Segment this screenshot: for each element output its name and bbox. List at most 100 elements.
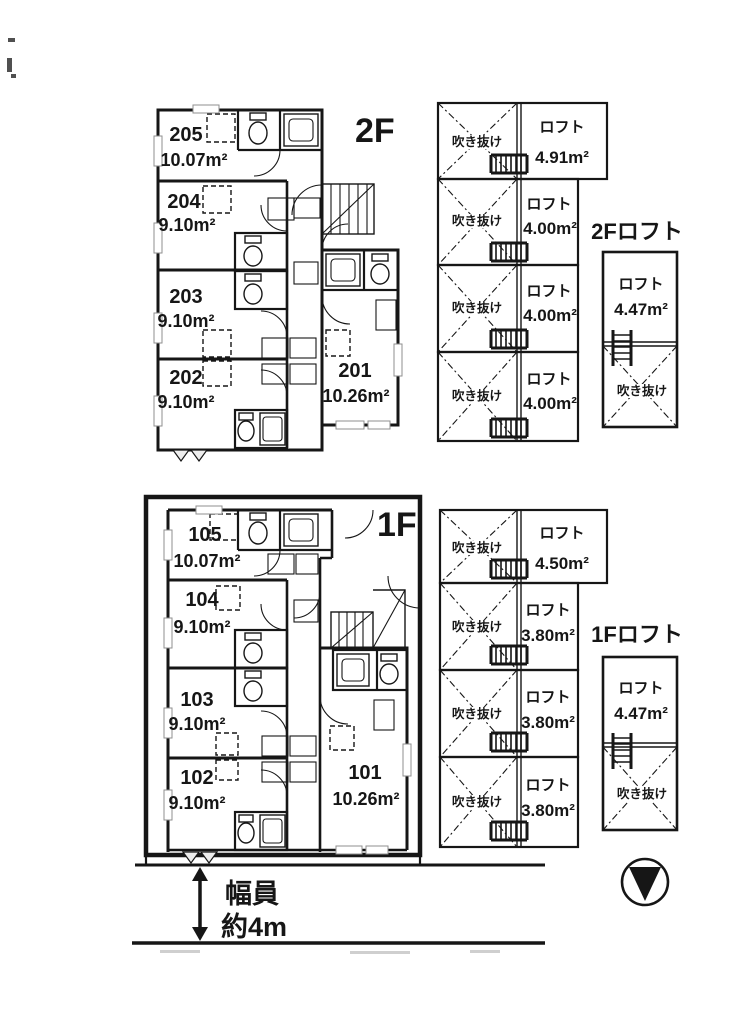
floor-1f-plan: 1F — [143, 494, 423, 865]
loft-area: 4.91m² — [535, 148, 589, 167]
stairs-1f — [330, 589, 406, 649]
ladder-icon — [611, 733, 633, 769]
counter-units — [261, 197, 397, 385]
ladder-icon — [489, 153, 529, 439]
toilet-icon — [370, 253, 390, 285]
door-arcs — [253, 509, 421, 797]
road-width-value: 約4m — [221, 911, 287, 942]
room-104-area: 9.10m² — [173, 617, 230, 637]
toilet-icon — [243, 670, 263, 702]
shower-icon — [259, 412, 286, 446]
room-103-number: 103 — [180, 689, 213, 711]
loft-area: 3.80m² — [521, 626, 575, 645]
loft-plan-2f: 2Fロフト ロフト 4.47m² 吹き抜け — [591, 219, 683, 429]
loft-plan-1f-title: 1Fロフト — [591, 622, 683, 647]
loft-label: ロフト — [618, 680, 663, 697]
void-label: 吹き抜け — [617, 786, 667, 801]
void-label: 吹き抜け — [452, 300, 502, 315]
room-101-number: 101 — [348, 762, 381, 784]
north-arrow-icon — [620, 857, 670, 907]
toilet-icon — [237, 412, 255, 442]
bath-pod-101 — [331, 648, 409, 692]
loft-area: 3.80m² — [521, 801, 575, 820]
void-label: 吹き抜け — [452, 619, 502, 634]
void-label: 吹き抜け — [617, 383, 667, 398]
room-202-area: 9.10m² — [157, 392, 214, 412]
loft-strip-1f: 吹き抜け ロフト 4.50m² 吹き抜け ロフト 3.80m² 吹き抜け ロフト… — [438, 508, 609, 849]
loft-area: 4.47m² — [614, 300, 668, 319]
floor-1f-outer-wall — [143, 494, 423, 858]
void-label: 吹き抜け — [452, 213, 502, 228]
loft-strip-1f-labels: 吹き抜け ロフト 4.50m² 吹き抜け ロフト 3.80m² 吹き抜け ロフト… — [451, 525, 589, 820]
room-105-number: 105 — [188, 524, 221, 546]
shower-icon — [336, 653, 370, 687]
toilet-icon — [243, 632, 263, 664]
bath-pod-105 — [236, 510, 332, 552]
windows — [153, 104, 403, 430]
loft-strip-2f-labels: 吹き抜け ロフト 4.91m² 吹き抜け ロフト 4.00m² 吹き抜け ロフト… — [451, 119, 589, 413]
room-101-area: 10.26m² — [332, 789, 399, 809]
void-label: 吹き抜け — [452, 388, 502, 403]
room-203-area: 9.10m² — [157, 311, 214, 331]
closet-dashed — [202, 113, 351, 387]
room-203-number: 203 — [169, 286, 202, 308]
loft-area: 4.00m² — [523, 306, 577, 325]
loft-area: 4.50m² — [535, 554, 589, 573]
void-label: 吹き抜け — [452, 794, 502, 809]
loft-label: ロフト — [525, 602, 570, 619]
loft-label: ロフト — [525, 689, 570, 706]
room-202-number: 202 — [169, 367, 202, 389]
bath-pod-104 — [233, 628, 289, 670]
room-105-area: 10.07m² — [173, 551, 240, 571]
void-x-pattern — [602, 345, 678, 428]
room-204-number: 204 — [167, 191, 201, 213]
loft-label: ロフト — [526, 283, 571, 300]
toilet-icon — [237, 814, 255, 844]
void-x-pattern — [437, 102, 518, 442]
road-width-arrow — [192, 867, 208, 941]
ladder-icon — [489, 558, 529, 842]
closet-dashed — [209, 513, 355, 781]
void-label: 吹き抜け — [452, 706, 502, 721]
bath-pod-203 — [233, 269, 289, 311]
scan-noise — [7, 38, 500, 954]
bath-pod-205 — [236, 110, 322, 152]
loft-label: ロフト — [526, 371, 571, 388]
bath-pod-204 — [233, 231, 289, 273]
loft-area: 3.80m² — [521, 713, 575, 732]
counter-units — [261, 553, 395, 783]
toilet-icon — [243, 273, 263, 305]
room-104-number: 104 — [185, 589, 219, 611]
stairs-2f — [321, 183, 375, 235]
entrance-mark — [181, 851, 219, 865]
room-205-area: 10.07m² — [160, 150, 227, 170]
room-201-number: 201 — [338, 360, 371, 382]
room-102-area: 9.10m² — [168, 793, 225, 813]
void-label: 吹き抜け — [452, 540, 502, 555]
room-204-area: 9.10m² — [158, 215, 215, 235]
loft-strip-2f: 吹き抜け ロフト 4.91m² 吹き抜け ロフト 4.00m² 吹き抜け ロフト… — [436, 101, 609, 443]
loft-label: ロフト — [618, 276, 663, 293]
room-103-area: 9.10m² — [168, 714, 225, 734]
bath-pod-102 — [233, 810, 289, 852]
loft-area: 4.00m² — [523, 219, 577, 238]
loft-area: 4.47m² — [614, 704, 668, 723]
void-label: 吹き抜け — [452, 134, 502, 149]
shower-icon — [259, 814, 286, 848]
ladder-icon — [611, 330, 633, 366]
loft-plan-2f-title: 2Fロフト — [591, 219, 683, 244]
bath-pod-202 — [233, 408, 289, 450]
road-section: 幅員 約4m — [132, 855, 545, 945]
road-width-label: 幅員 — [225, 879, 279, 909]
room-102-number: 102 — [180, 767, 213, 789]
loft-label: ロフト — [525, 777, 570, 794]
shower-icon — [283, 513, 319, 547]
door-arcs — [253, 149, 351, 397]
floor-2f-plan: 2F — [153, 104, 403, 463]
room-201-area: 10.26m² — [322, 386, 389, 406]
floor-1f-label: 1F — [377, 506, 417, 544]
toilet-icon — [248, 512, 268, 545]
shower-icon — [325, 253, 361, 287]
